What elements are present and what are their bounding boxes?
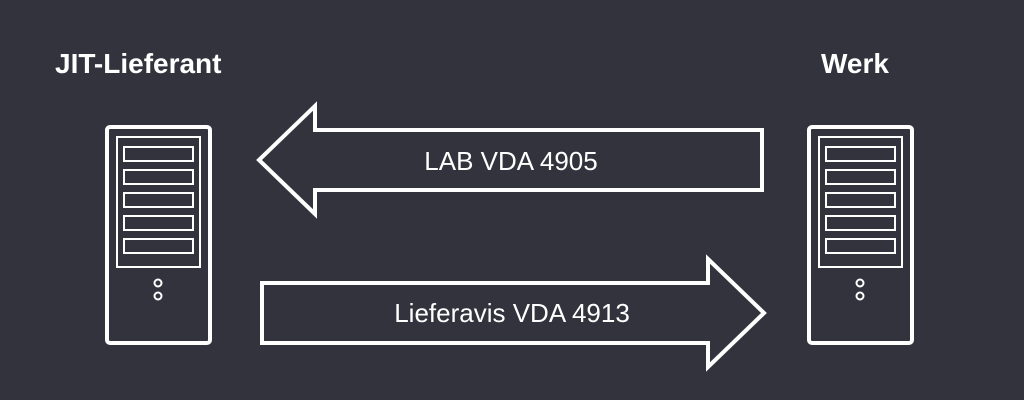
plant-server-icon	[807, 125, 914, 345]
plant-title: Werk	[821, 48, 889, 79]
delivery-notice-arrow-label: Lieferavis VDA 4913	[394, 298, 630, 328]
lab-arrow-left	[256, 101, 764, 219]
lab-arrow-label: LAB VDA 4905	[424, 146, 597, 176]
delivery-notice-arrow-right	[260, 254, 767, 372]
supplier-server-icon	[105, 125, 212, 345]
supplier-title: JIT-Lieferant	[55, 48, 222, 79]
